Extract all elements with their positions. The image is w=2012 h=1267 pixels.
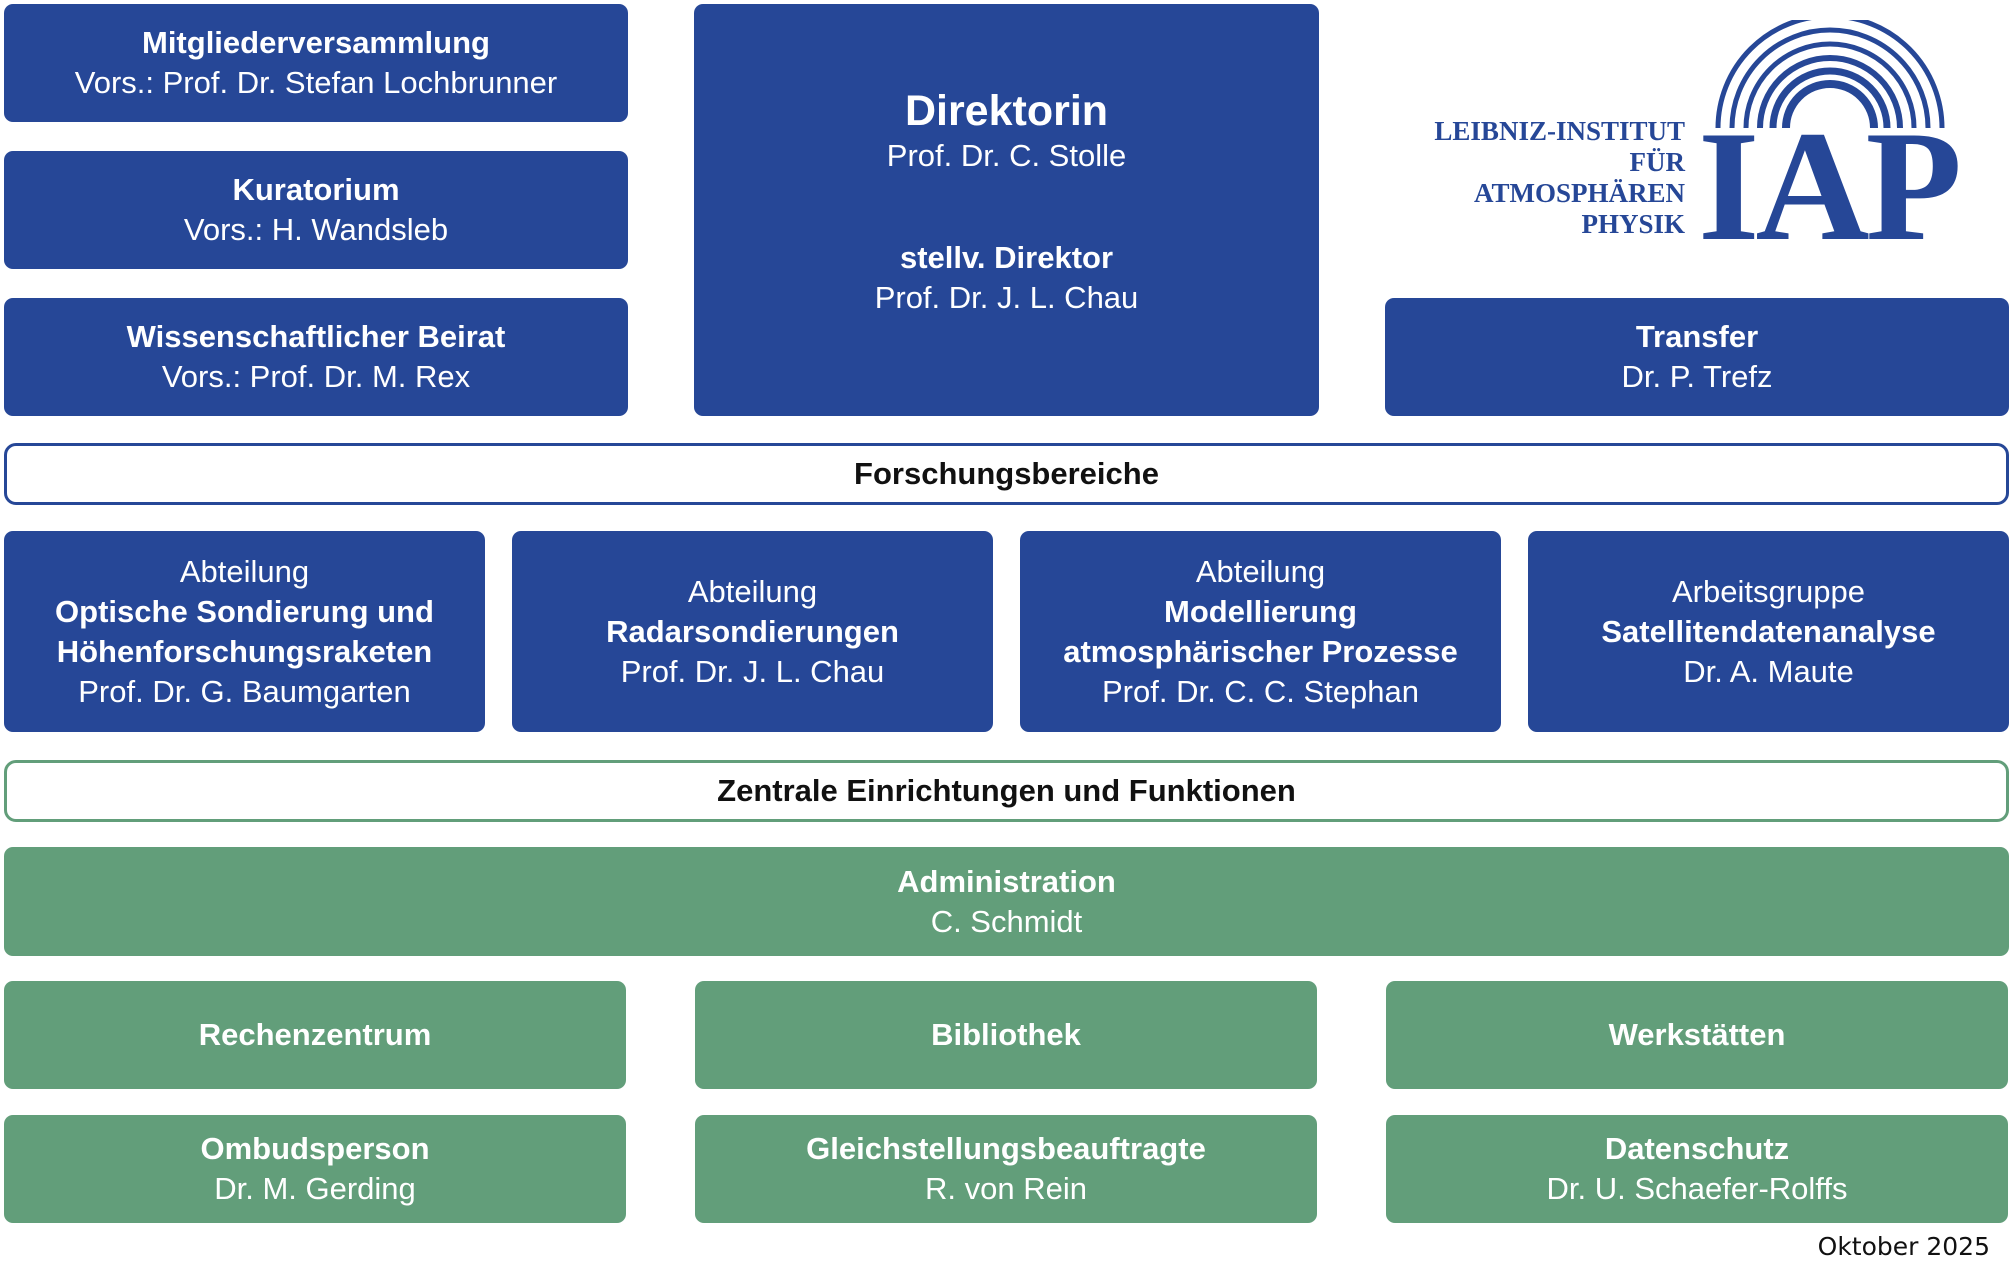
- function-name: Dr. M. Gerding: [214, 1171, 416, 1206]
- function-ombudsperson: Ombudsperson Dr. M. Gerding: [4, 1115, 626, 1223]
- function-datenschutz: Datenschutz Dr. U. Schaefer-Rolffs: [1386, 1115, 2008, 1223]
- facility-werkstaetten: Werkstätten: [1386, 981, 2008, 1089]
- board-chair: Vors.: H. Wandsleb: [183, 212, 449, 247]
- department-name: Optische Sondierung und: [55, 593, 434, 629]
- research-header: Forschungsbereiche: [4, 443, 2009, 505]
- administration-name: C. Schmidt: [930, 903, 1083, 939]
- footer-date: Oktober 2025: [1817, 1232, 1990, 1261]
- administration-title: Administration: [897, 863, 1116, 899]
- department-name: atmosphärischer Prozesse: [1063, 633, 1458, 669]
- department-head: Prof. Dr. J. L. Chau: [620, 653, 885, 689]
- function-name: Dr. U. Schaefer-Rolffs: [1546, 1171, 1848, 1206]
- department-type: Abteilung: [179, 553, 310, 589]
- facility-title: Rechenzentrum: [198, 1017, 432, 1052]
- department-name: Radarsondierungen: [606, 613, 899, 649]
- board-kuratorium: Kuratorium Vors.: H. Wandsleb: [4, 151, 628, 269]
- administration-box: Administration C. Schmidt: [4, 847, 2009, 956]
- director-box: Direktorin Prof. Dr. C. Stolle stellv. D…: [694, 4, 1319, 416]
- facility-rechenzentrum: Rechenzentrum: [4, 981, 626, 1089]
- department-name: Höhenforschungsraketen: [56, 633, 433, 669]
- central-header: Zentrale Einrichtungen und Funktionen: [4, 760, 2009, 822]
- facility-title: Bibliothek: [931, 1017, 1081, 1052]
- director-name: Prof. Dr. C. Stolle: [886, 138, 1127, 173]
- department-modellierung: Abteilung Modellierung atmosphärischer P…: [1020, 531, 1501, 732]
- deputy-name: Prof. Dr. J. L. Chau: [874, 280, 1139, 315]
- board-title: Kuratorium: [232, 172, 400, 207]
- transfer-box: Transfer Dr. P. Trefz: [1385, 298, 2009, 416]
- board-title: Wissenschaftlicher Beirat: [126, 319, 506, 354]
- board-chair: Vors.: Prof. Dr. Stefan Lochbrunner: [74, 65, 558, 100]
- department-head: Dr. A. Maute: [1683, 653, 1854, 689]
- function-name: R. von Rein: [925, 1171, 1087, 1206]
- iap-logo: LEIBNIZ-INSTITUT FÜR ATMOSPHÄREN PHYSIK …: [1400, 20, 2010, 266]
- logo-institute-text: LEIBNIZ-INSTITUT FÜR ATMOSPHÄREN PHYSIK: [1434, 116, 1685, 239]
- facility-bibliothek: Bibliothek: [695, 981, 1317, 1089]
- logo-letters: IAP: [1698, 99, 1962, 274]
- function-title: Datenschutz: [1604, 1131, 1790, 1166]
- director-title: Direktorin: [904, 87, 1109, 135]
- board-chair: Vors.: Prof. Dr. M. Rex: [161, 359, 471, 394]
- department-optische-sondierung: Abteilung Optische Sondierung und Höhenf…: [4, 531, 485, 732]
- function-title: Ombudsperson: [200, 1131, 430, 1166]
- function-gleichstellungsbeauftragte: Gleichstellungsbeauftragte R. von Rein: [695, 1115, 1317, 1223]
- transfer-title: Transfer: [1635, 319, 1759, 354]
- transfer-name: Dr. P. Trefz: [1621, 359, 1773, 394]
- department-type: Arbeitsgruppe: [1671, 573, 1865, 609]
- department-radarsondierungen: Abteilung Radarsondierungen Prof. Dr. J.…: [512, 531, 993, 732]
- department-type: Abteilung: [1195, 553, 1326, 589]
- department-type: Abteilung: [687, 573, 818, 609]
- function-title: Gleichstellungsbeauftragte: [806, 1131, 1206, 1166]
- department-name: Satellitendatenanalyse: [1601, 613, 1936, 649]
- logo-arcs-icon: [1715, 20, 1945, 129]
- facility-title: Werkstätten: [1608, 1017, 1786, 1052]
- deputy-title: stellv. Direktor: [899, 240, 1114, 275]
- workgroup-satellitendatenanalyse: Arbeitsgruppe Satellitendatenanalyse Dr.…: [1528, 531, 2009, 732]
- department-name: Modellierung: [1164, 593, 1357, 629]
- board-mitgliederversammlung: Mitgliederversammlung Vors.: Prof. Dr. S…: [4, 4, 628, 122]
- board-wissenschaftlicher-beirat: Wissenschaftlicher Beirat Vors.: Prof. D…: [4, 298, 628, 416]
- board-title: Mitgliederversammlung: [142, 25, 490, 60]
- department-head: Prof. Dr. G. Baumgarten: [78, 673, 411, 709]
- department-head: Prof. Dr. C. C. Stephan: [1101, 673, 1420, 709]
